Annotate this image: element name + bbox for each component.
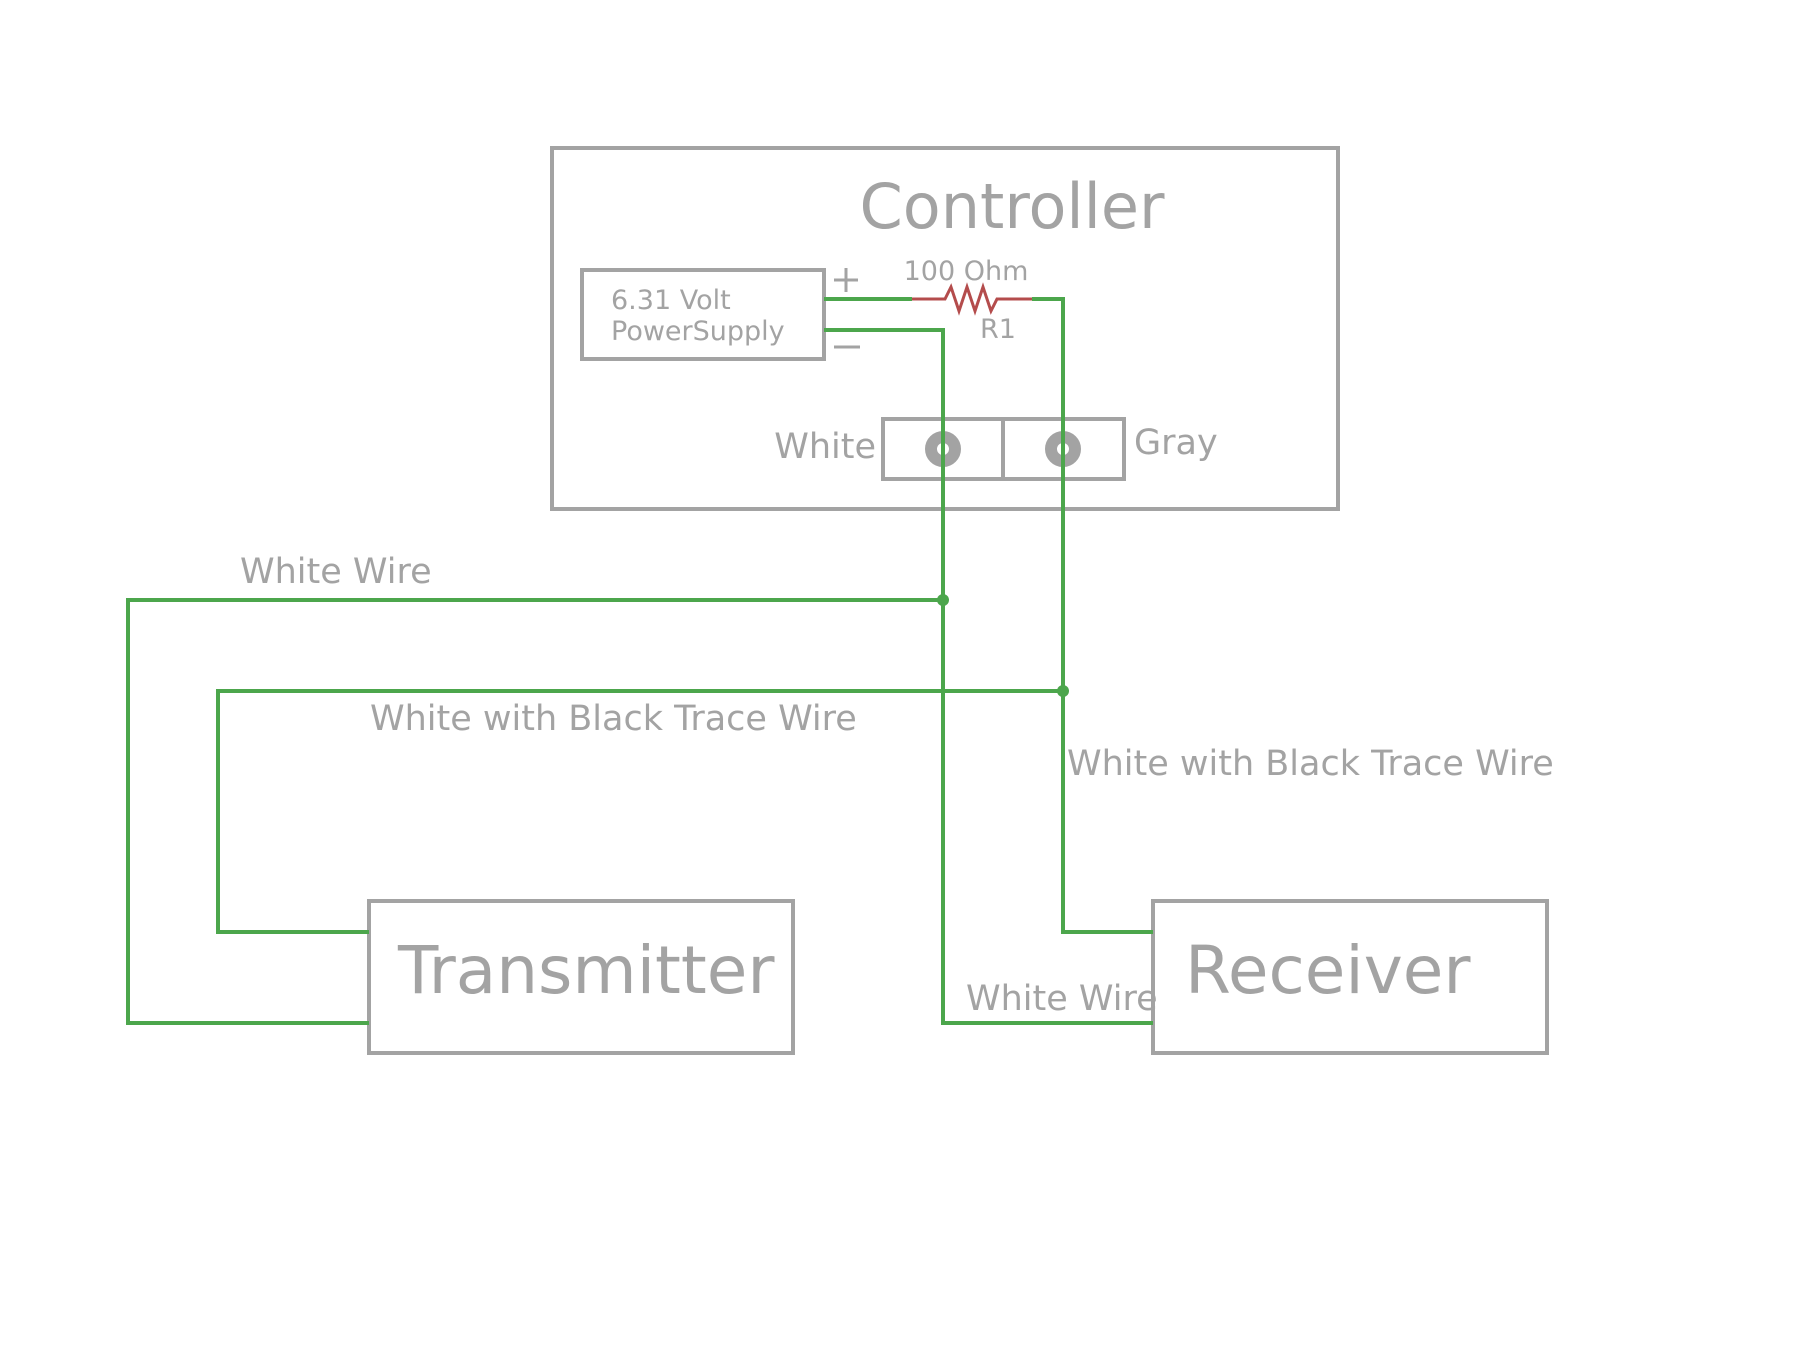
- wire-label-transmitter-trace: White with Black Trace Wire: [370, 699, 857, 739]
- wire-label-transmitter-white: White Wire: [240, 552, 432, 592]
- wire-label-receiver-white: White Wire: [966, 979, 1158, 1019]
- resistor-value-label: 100 Ohm: [904, 256, 1029, 287]
- receiver-box: [1151, 899, 1549, 1055]
- connector-white-label: White: [774, 427, 876, 467]
- power-supply-label-line2: PowerSupply: [611, 316, 785, 347]
- connector-gray-label: Gray: [1134, 423, 1218, 463]
- wire-white-to-transmitter: [126, 598, 943, 1025]
- wire-supply-minus-to-receiver: [824, 328, 1153, 1025]
- wire-resistor-to-gray-pin: [1032, 297, 1065, 691]
- resistor-r1-symbol: [912, 282, 1032, 316]
- controller-title: Controller: [860, 170, 1165, 243]
- wire-trace-to-transmitter: [216, 689, 1063, 934]
- wire-trace-to-receiver: [1061, 691, 1153, 934]
- resistor-name-label: R1: [980, 314, 1016, 345]
- receiver-title: Receiver: [1185, 932, 1471, 1009]
- junction-trace: [1057, 685, 1069, 697]
- wire-label-receiver-trace: White with Black Trace Wire: [1067, 744, 1554, 784]
- transmitter-title: Transmitter: [397, 932, 775, 1009]
- minus-terminal-label: −: [846, 349, 847, 351]
- junction-white: [937, 594, 949, 606]
- power-supply-label-line1: 6.31 Volt: [611, 285, 731, 316]
- power-supply-box: [580, 268, 826, 361]
- transmitter-box: [367, 899, 795, 1055]
